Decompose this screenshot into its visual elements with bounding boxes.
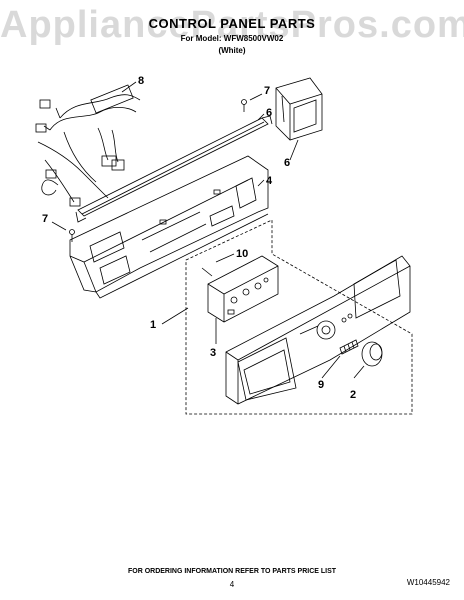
- knob-assembly-drawing: [339, 339, 383, 367]
- color-line: (White): [218, 46, 246, 55]
- callout-2: 2: [350, 389, 356, 401]
- wire-harness-drawing: [35, 84, 141, 207]
- callout-8: 8: [138, 75, 144, 87]
- watermark: AppliancePartsPros.com: [0, 4, 464, 46]
- ui-board-drawing: [201, 255, 279, 323]
- callout-6: 6: [284, 157, 290, 169]
- callout-labels: 8 7 6 6 4 7 10 1 3 9 2: [42, 75, 356, 401]
- callout-5: 6: [266, 107, 272, 119]
- callout-7-top: 7: [264, 85, 270, 97]
- callout-3: 3: [210, 347, 216, 359]
- assembly-boundary: [185, 219, 413, 415]
- callout-7-left: 7: [42, 213, 48, 225]
- callout-1: 1: [150, 319, 156, 331]
- console-front-drawing: [225, 255, 411, 405]
- callout-10: 10: [236, 248, 248, 260]
- document-number: W10445942: [406, 578, 450, 587]
- leader-lines: [51, 81, 365, 379]
- ordering-note: FOR ORDERING INFORMATION REFER TO PARTS …: [127, 568, 337, 575]
- callout-9: 9: [318, 379, 324, 391]
- console-bracket-drawing: [275, 77, 323, 141]
- control-rail-drawing: [75, 115, 273, 223]
- model-line: For Model: WFW8500VW02: [180, 34, 284, 43]
- page-number: 4: [229, 580, 235, 589]
- callout-4: 4: [266, 175, 273, 187]
- console-frame-drawing: [69, 155, 269, 299]
- page-title: CONTROL PANEL PARTS: [148, 16, 316, 31]
- screws-drawing: [69, 99, 247, 242]
